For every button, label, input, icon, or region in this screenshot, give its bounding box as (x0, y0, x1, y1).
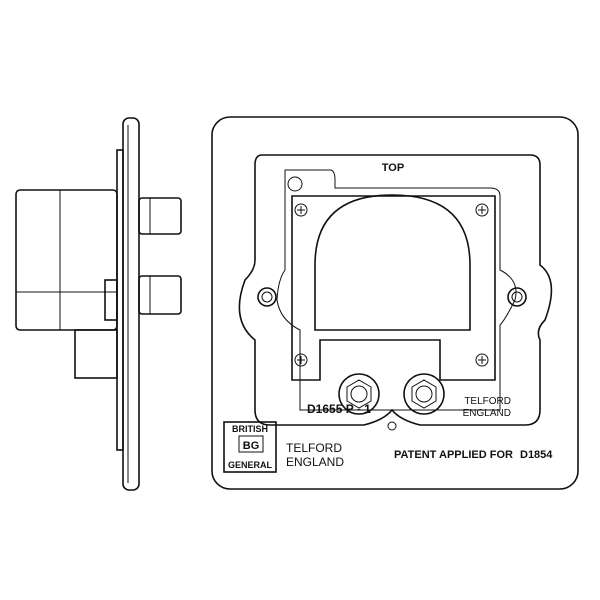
front-plate (211, 116, 579, 490)
module-cutout (291, 195, 496, 381)
module-origin-line1: TELFORD (464, 396, 511, 407)
jack-left (338, 373, 380, 415)
side-frame (116, 149, 124, 451)
side-socket-top (138, 197, 182, 235)
part-number: D1854 (520, 449, 553, 461)
top-label: TOP (382, 162, 404, 174)
side-socket-bottom (138, 275, 182, 315)
arch-window (314, 194, 471, 331)
bg-logo (223, 421, 277, 473)
right-mounting-hole (507, 287, 527, 307)
logo-bottom-text: GENERAL (228, 460, 273, 470)
side-lower-block (74, 329, 118, 379)
side-plate (122, 117, 140, 491)
side-body (15, 189, 118, 331)
front-view (211, 116, 579, 490)
module-code: D1655 P - 1 (307, 402, 371, 416)
jack-right (403, 373, 445, 415)
module-origin-line2: ENGLAND (463, 408, 511, 419)
screw-icons (294, 203, 489, 367)
plate-origin-line2: ENGLAND (286, 455, 344, 469)
labels: TOP D1655 P - 1 TELFORD ENGLAND TELFORD … (228, 162, 553, 470)
side-view (15, 117, 182, 491)
left-mounting-hole (257, 287, 277, 307)
patent-text: PATENT APPLIED FOR (394, 449, 513, 461)
logo-middle-text: BG (243, 440, 260, 452)
logo-top-text: BRITISH (232, 424, 268, 434)
plate-origin-line1: TELFORD (286, 441, 342, 455)
inner-frame (276, 169, 517, 411)
